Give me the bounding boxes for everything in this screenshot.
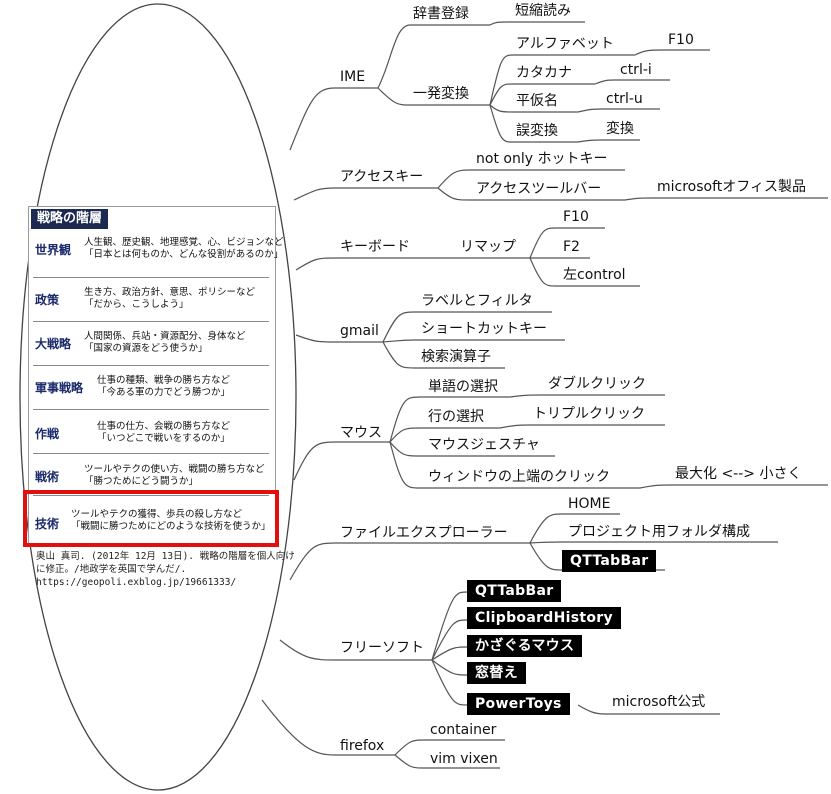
node-triple-click[interactable]: トリプルクリック <box>533 406 645 422</box>
node-access-toolbar[interactable]: アクセスツールバー <box>476 181 602 197</box>
node-katakana[interactable]: カタカナ <box>516 65 572 81</box>
node-remap-left-ctrl[interactable]: 左control <box>563 267 626 283</box>
node-key-ctrl-u[interactable]: ctrl-u <box>606 91 643 107</box>
node-short-reading[interactable]: 短縮読み <box>515 3 571 19</box>
node-misconversion[interactable]: 誤変換 <box>516 123 558 139</box>
level-label-policy: 政策 <box>35 293 60 307</box>
node-hiragana[interactable]: 平仮名 <box>516 93 558 109</box>
node-word-select[interactable]: 単語の選択 <box>428 379 498 395</box>
level-divider <box>33 277 269 278</box>
node-access-key[interactable]: アクセスキー <box>340 169 424 185</box>
edge-freesoft <box>279 639 432 661</box>
edge-explorer <box>289 542 530 581</box>
citation-text: 奥山 真司. (2012年 12月 13日). 戦略の階層を個人向けに修正。/地… <box>36 551 295 588</box>
level-desc-policy: 生き方、政治方針、意思、ポリシーなど「だから、こうしよう」 <box>84 287 256 310</box>
level-divider <box>33 321 269 322</box>
node-vim-vixen[interactable]: vim vixen <box>430 751 498 767</box>
node-remap-f10[interactable]: F10 <box>563 209 589 225</box>
node-key-f10[interactable]: F10 <box>668 32 694 48</box>
tag-qttabbar-explorer[interactable]: QTTabBar <box>562 550 657 572</box>
level-divider <box>33 495 269 496</box>
node-shortcut-key[interactable]: ショートカットキー <box>421 321 547 337</box>
node-ime[interactable]: IME <box>340 69 366 85</box>
edge-ime-dict <box>377 24 490 89</box>
node-label-filter[interactable]: ラベルとフィルタ <box>421 293 533 309</box>
level-label-operations: 作戦 <box>35 427 60 441</box>
node-firefox[interactable]: firefox <box>340 738 385 754</box>
node-gmail[interactable]: gmail <box>340 323 379 339</box>
level-divider <box>33 409 269 410</box>
pyramid-title: 戦略の階層 <box>31 209 109 229</box>
level-desc-tactics: ツールやテクの使い方、戦闘の勝ち方など「勝つためにどう闘うか」 <box>84 464 265 487</box>
tag-powertoys[interactable]: PowerToys <box>467 693 570 715</box>
strategy-hierarchy-figure: 戦略の階層 世界観 人生観、歴史観、地理感覚、心、ビジョンなど「日本とは何ものか… <box>28 206 284 544</box>
node-line-select[interactable]: 行の選択 <box>428 409 484 425</box>
edge-gmail <box>295 334 383 343</box>
node-remap-f2[interactable]: F2 <box>563 239 580 255</box>
level-label-military-strategy: 軍事戦略 <box>35 381 84 395</box>
edge-ime <box>289 87 378 151</box>
node-file-explorer[interactable]: ファイルエクスプローラー <box>340 525 508 541</box>
node-not-only-hotkey[interactable]: not only ホットキー <box>476 151 608 167</box>
node-mouse-gesture[interactable]: マウスジェスチャ <box>428 437 540 453</box>
node-dict-register[interactable]: 辞書登録 <box>413 6 469 22</box>
level-desc-worldview: 人生観、歴史観、地理感覚、心、ビジョンなど「日本とは何ものか、どんな役割があるの… <box>84 237 284 260</box>
level-desc-operations: 仕事の仕方、会戦の勝ち方など「いつどこで戦いをするのか」 <box>97 421 231 444</box>
tag-kazaguru-mouse[interactable]: かざぐるマウス <box>467 635 583 657</box>
node-container[interactable]: container <box>430 722 497 738</box>
node-search-operators[interactable]: 検索演算子 <box>421 349 491 365</box>
node-ms-official[interactable]: microsoft公式 <box>612 694 706 710</box>
level-label-worldview: 世界観 <box>35 243 72 257</box>
node-window-top-click[interactable]: ウィンドウの上端のクリック <box>428 469 610 485</box>
edge-keyboard <box>295 257 418 271</box>
node-key-henkan[interactable]: 変換 <box>606 121 634 137</box>
node-alphabet[interactable]: アルファベット <box>516 36 614 52</box>
level-desc-technique: ツールやテクの獲得、歩兵の殺し方など「戦闘に勝つためにどのような技術を使うか」 <box>71 509 271 532</box>
edge-firefox <box>261 699 395 756</box>
tag-madokae[interactable]: 窓替え <box>467 662 526 684</box>
node-remap[interactable]: リマップ <box>460 239 516 255</box>
tag-clipboardhistory[interactable]: ClipboardHistory <box>467 607 621 629</box>
edge-access <box>293 187 438 201</box>
level-divider <box>33 365 269 366</box>
tag-qttabbar[interactable]: QTTabBar <box>467 580 562 602</box>
level-divider <box>33 453 269 454</box>
level-desc-grand-strategy: 人間関係、兵站・資源配分、身体など「国家の資源をどう使うか」 <box>84 331 246 354</box>
node-keyboard[interactable]: キーボード <box>340 239 410 255</box>
node-key-ctrl-i[interactable]: ctrl-i <box>620 62 652 78</box>
node-mouse[interactable]: マウス <box>340 425 382 441</box>
node-ms-office[interactable]: microsoftオフィス製品 <box>657 179 806 195</box>
node-double-click[interactable]: ダブルクリック <box>548 376 646 392</box>
node-ikkatsu-henkan[interactable]: 一発変換 <box>413 86 469 102</box>
edge-mouse <box>293 441 390 481</box>
level-desc-military-strategy: 仕事の種類、戦争の勝ち方など「今ある軍の力でどう勝つか」 <box>97 375 231 398</box>
node-maximize-restore[interactable]: 最大化 <--> 小さく <box>675 466 802 482</box>
level-label-grand-strategy: 大戦略 <box>35 337 72 351</box>
highlight-box-technique <box>23 490 279 547</box>
node-project-folders[interactable]: プロジェクト用フォルダ構成 <box>568 524 750 540</box>
node-free-software[interactable]: フリーソフト <box>340 640 424 656</box>
root-ellipse <box>19 3 297 791</box>
node-home[interactable]: HOME <box>568 496 611 512</box>
level-label-tactics: 戦術 <box>35 470 60 484</box>
level-label-technique: 技術 <box>35 517 60 531</box>
